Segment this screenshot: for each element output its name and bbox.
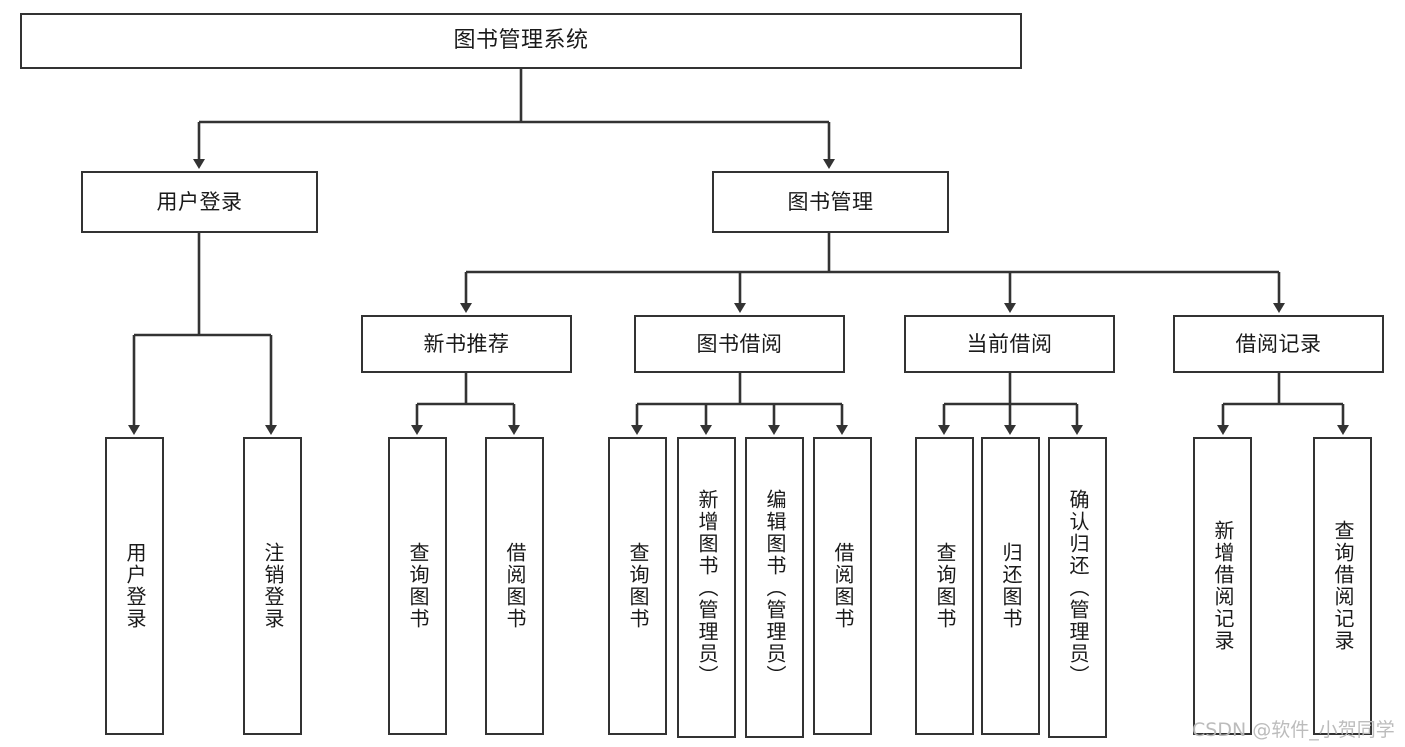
node-user-login-label: 用户登录 (156, 189, 243, 214)
node-leaf-confirm-return-label: 确认归还（管理员） (1066, 488, 1090, 687)
node-root-label: 图书管理系统 (453, 28, 589, 54)
node-root[interactable]: 图书管理系统 (20, 13, 1022, 69)
node-new-book-recommend[interactable]: 新书推荐 (361, 315, 572, 373)
node-leaf-borrow-book-1[interactable]: 借阅图书 (485, 437, 544, 735)
node-leaf-edit-book-label: 编辑图书（管理员） (763, 488, 787, 687)
node-leaf-user-login[interactable]: 用户登录 (105, 437, 164, 735)
node-book-borrow-label: 图书借阅 (696, 331, 783, 356)
node-new-book-recommend-label: 新书推荐 (423, 331, 510, 356)
node-user-login[interactable]: 用户登录 (81, 171, 318, 233)
node-current-borrow-label: 当前借阅 (966, 331, 1053, 356)
node-leaf-add-book[interactable]: 新增图书（管理员） (677, 437, 736, 738)
node-leaf-return-book[interactable]: 归还图书 (981, 437, 1040, 735)
node-book-borrow[interactable]: 图书借阅 (634, 315, 845, 373)
node-book-management[interactable]: 图书管理 (712, 171, 949, 233)
node-leaf-borrow-book-1-label: 借阅图书 (503, 542, 527, 630)
node-leaf-user-logout-label: 注销登录 (261, 542, 285, 630)
node-leaf-borrow-book-2[interactable]: 借阅图书 (813, 437, 872, 735)
node-leaf-query-book-1[interactable]: 查询图书 (388, 437, 447, 735)
node-leaf-return-book-label: 归还图书 (999, 542, 1023, 630)
node-leaf-query-book-2-label: 查询图书 (626, 542, 650, 630)
csdn-watermark: CSDN @软件_小贺同学 (1192, 719, 1395, 741)
node-book-management-label: 图书管理 (787, 189, 874, 214)
node-leaf-query-book-3[interactable]: 查询图书 (915, 437, 974, 735)
node-current-borrow[interactable]: 当前借阅 (904, 315, 1115, 373)
node-leaf-query-record[interactable]: 查询借阅记录 (1313, 437, 1372, 735)
node-leaf-user-logout[interactable]: 注销登录 (243, 437, 302, 735)
node-leaf-confirm-return[interactable]: 确认归还（管理员） (1048, 437, 1107, 738)
node-leaf-query-book-2[interactable]: 查询图书 (608, 437, 667, 735)
node-borrow-record[interactable]: 借阅记录 (1173, 315, 1384, 373)
node-leaf-query-book-1-label: 查询图书 (406, 542, 430, 630)
node-leaf-add-record[interactable]: 新增借阅记录 (1193, 437, 1252, 735)
node-leaf-query-book-3-label: 查询图书 (933, 542, 957, 630)
node-leaf-add-book-label: 新增图书（管理员） (695, 488, 719, 687)
node-leaf-add-record-label: 新增借阅记录 (1211, 520, 1235, 652)
node-leaf-user-login-label: 用户登录 (123, 542, 147, 630)
node-leaf-edit-book[interactable]: 编辑图书（管理员） (745, 437, 804, 738)
node-leaf-borrow-book-2-label: 借阅图书 (831, 542, 855, 630)
node-borrow-record-label: 借阅记录 (1235, 331, 1322, 356)
node-leaf-query-record-label: 查询借阅记录 (1331, 520, 1355, 652)
